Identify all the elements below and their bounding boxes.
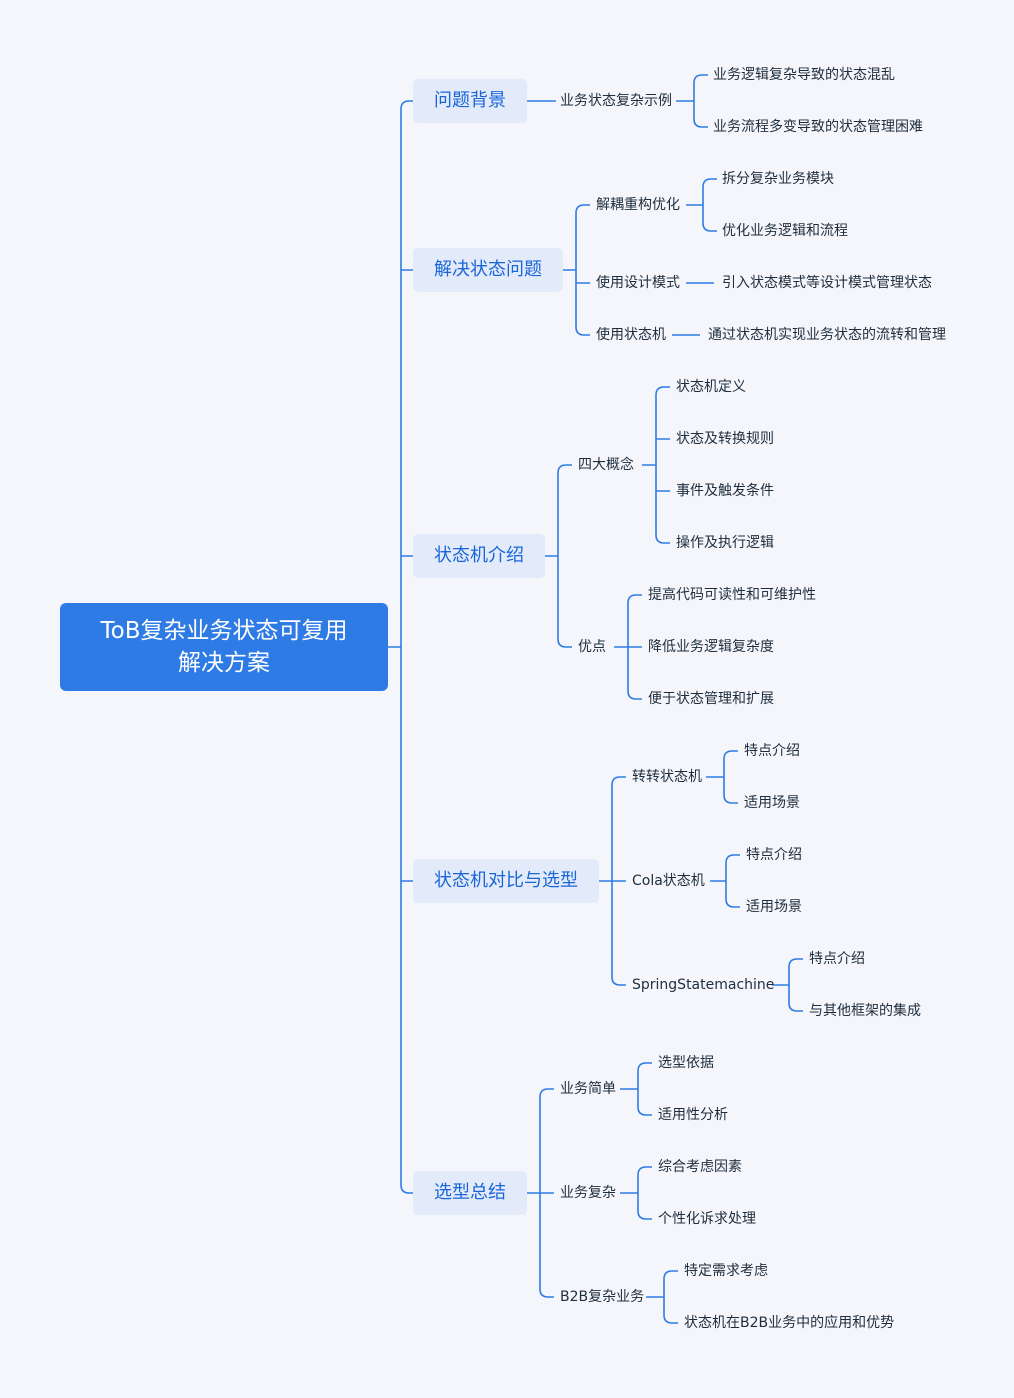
leaf-sm-definition[interactable]: 状态机定义 bbox=[676, 379, 746, 395]
subtopic-decouple-refactor[interactable]: 解耦重构优化 bbox=[596, 197, 680, 213]
connector-s0-c0 bbox=[676, 74, 708, 128]
subtopic-design-pattern[interactable]: 使用设计模式 bbox=[596, 275, 680, 291]
leaf-spring-integration[interactable]: 与其他框架的集成 bbox=[809, 1003, 921, 1019]
connector-s4-c2 bbox=[646, 1270, 678, 1324]
leaf-split-modules[interactable]: 拆分复杂业务模块 bbox=[722, 171, 834, 187]
connector-root bbox=[388, 100, 413, 1194]
leaf-comprehensive-factors[interactable]: 综合考虑因素 bbox=[658, 1159, 742, 1175]
subtopic-four-concepts[interactable]: 四大概念 bbox=[578, 457, 634, 473]
topic-selection-summary[interactable]: 选型总结 bbox=[413, 1171, 527, 1215]
connector-s4-c1 bbox=[620, 1166, 652, 1220]
subtopic-complex-example[interactable]: 业务状态复杂示例 bbox=[560, 93, 672, 109]
leaf-state-flow-management[interactable]: 通过状态机实现业务状态的流转和管理 bbox=[708, 327, 946, 343]
connector-s2-c1 bbox=[614, 594, 642, 700]
leaf-cola-scenarios[interactable]: 适用场景 bbox=[746, 899, 802, 915]
subtopic-advantages[interactable]: 优点 bbox=[578, 639, 606, 655]
connector-s4-c0 bbox=[620, 1062, 652, 1116]
leaf-applicability[interactable]: 适用性分析 bbox=[658, 1107, 728, 1123]
leaf-zz-scenarios[interactable]: 适用场景 bbox=[744, 795, 800, 811]
subtopic-cola-sm[interactable]: Cola状态机 bbox=[632, 873, 705, 889]
connector-section-2 bbox=[545, 464, 572, 648]
connector-section-4 bbox=[527, 1088, 554, 1298]
topic-state-machine-intro[interactable]: 状态机介绍 bbox=[413, 534, 545, 578]
leaf-flow-difficulty[interactable]: 业务流程多变导致的状态管理困难 bbox=[713, 119, 923, 135]
subtopic-use-state-machine[interactable]: 使用状态机 bbox=[596, 327, 666, 343]
leaf-readability[interactable]: 提高代码可读性和可维护性 bbox=[648, 587, 816, 603]
leaf-logic-chaos[interactable]: 业务逻辑复杂导致的状态混乱 bbox=[713, 67, 895, 83]
topic-solve-state[interactable]: 解决状态问题 bbox=[413, 248, 563, 292]
connector-s1-c0 bbox=[686, 178, 717, 232]
subtopic-simple-business[interactable]: 业务简单 bbox=[560, 1081, 616, 1097]
leaf-selection-basis[interactable]: 选型依据 bbox=[658, 1055, 714, 1071]
leaf-cola-features[interactable]: 特点介绍 bbox=[746, 847, 802, 863]
connector-s3-c1 bbox=[710, 854, 740, 908]
leaf-state-transition-rules[interactable]: 状态及转换规则 bbox=[676, 431, 774, 447]
subtopic-complex-business[interactable]: 业务复杂 bbox=[560, 1185, 616, 1201]
leaf-specific-needs[interactable]: 特定需求考虑 bbox=[684, 1263, 768, 1279]
leaf-b2b-application[interactable]: 状态机在B2B业务中的应用和优势 bbox=[684, 1315, 895, 1331]
leaf-zz-features[interactable]: 特点介绍 bbox=[744, 743, 800, 759]
root-topic[interactable]: ToB复杂业务状态可复用 解决方案 bbox=[60, 603, 388, 691]
root-title-line2: 解决方案 bbox=[178, 650, 270, 676]
connector-section-1 bbox=[563, 204, 590, 336]
subtopic-zhuanzhuan-sm[interactable]: 转转状态机 bbox=[632, 769, 702, 785]
connector-s3-c0 bbox=[706, 750, 738, 804]
leaf-personalized-needs[interactable]: 个性化诉求处理 bbox=[658, 1211, 756, 1227]
connector-s3-c2 bbox=[772, 958, 803, 1012]
leaf-easy-extend[interactable]: 便于状态管理和扩展 bbox=[648, 691, 774, 707]
subtopic-b2b-business[interactable]: B2B复杂业务 bbox=[560, 1289, 645, 1305]
leaf-reduce-complexity[interactable]: 降低业务逻辑复杂度 bbox=[648, 639, 774, 655]
connector-s2-c0 bbox=[642, 386, 670, 544]
leaf-event-trigger[interactable]: 事件及触发条件 bbox=[676, 483, 774, 499]
leaf-spring-features[interactable]: 特点介绍 bbox=[809, 951, 865, 967]
topic-compare-select[interactable]: 状态机对比与选型 bbox=[413, 859, 599, 903]
leaf-action-logic[interactable]: 操作及执行逻辑 bbox=[676, 535, 774, 551]
leaf-state-pattern[interactable]: 引入状态模式等设计模式管理状态 bbox=[722, 275, 932, 291]
topic-problem-background[interactable]: 问题背景 bbox=[413, 79, 527, 123]
connector-section-3 bbox=[599, 776, 626, 986]
leaf-optimize-flow[interactable]: 优化业务逻辑和流程 bbox=[722, 223, 848, 239]
subtopic-spring-sm[interactable]: SpringStatemachine bbox=[632, 977, 775, 993]
root-title-line1: ToB复杂业务状态可复用 bbox=[100, 618, 348, 644]
